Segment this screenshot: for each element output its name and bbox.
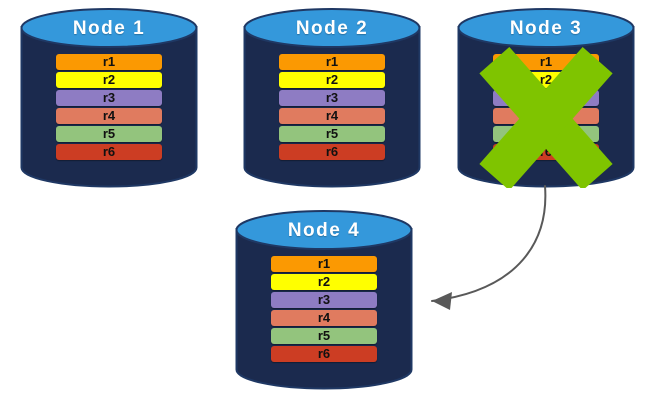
data-row-r4[interactable]: r4	[56, 108, 162, 124]
data-row-label: r2	[539, 72, 553, 87]
data-row-label: r2	[102, 72, 116, 87]
data-row-r6[interactable]: r6	[56, 144, 162, 160]
data-row-label: r1	[325, 54, 339, 69]
data-row-r2[interactable]: r2	[56, 72, 162, 88]
data-row-r1[interactable]: r1	[493, 54, 599, 70]
data-row-r5[interactable]: r5	[271, 328, 377, 344]
data-row-r5[interactable]: r5	[493, 126, 599, 142]
data-row-r1[interactable]: r1	[279, 54, 385, 70]
data-row-label: r4	[102, 108, 116, 123]
cylinder-top	[457, 8, 635, 48]
data-row-label: r6	[317, 346, 331, 361]
data-row-r5[interactable]: r5	[279, 126, 385, 142]
data-row-r2[interactable]: r2	[271, 274, 377, 290]
data-row-r3[interactable]: r3	[271, 292, 377, 308]
data-row-r6[interactable]: r6	[271, 346, 377, 362]
data-row-r6[interactable]: r6	[279, 144, 385, 160]
data-row-label: r5	[102, 126, 116, 141]
node-row-list: r1 r2 r3 r4 r5 r6	[20, 54, 198, 162]
data-row-label: r4	[325, 108, 339, 123]
data-row-r5[interactable]: r5	[56, 126, 162, 142]
data-row-label: r2	[325, 72, 339, 87]
data-row-r4[interactable]: r4	[271, 310, 377, 326]
data-row-r4[interactable]: r4	[493, 108, 599, 124]
data-row-label: r5	[325, 126, 339, 141]
data-row-r2[interactable]: r2	[279, 72, 385, 88]
data-row-label: r4	[539, 108, 553, 123]
data-row-label: r1	[102, 54, 116, 69]
cylinder-top	[243, 8, 421, 48]
data-row-label: r6	[325, 144, 339, 159]
data-row-label: r5	[539, 126, 553, 141]
data-row-r3[interactable]: r3	[279, 90, 385, 106]
data-row-label: r4	[317, 310, 331, 325]
data-row-r1[interactable]: r1	[56, 54, 162, 70]
data-row-r6[interactable]: r6	[493, 144, 599, 160]
cylinder-top	[235, 210, 413, 250]
data-row-label: r3	[539, 90, 553, 105]
cylinder-top	[20, 8, 198, 48]
node-row-list: r1 r2 r3 r4 r5 r6	[457, 54, 635, 162]
data-row-label: r1	[317, 256, 331, 271]
data-row-label: r3	[317, 292, 331, 307]
data-row-r3[interactable]: r3	[493, 90, 599, 106]
data-row-label: r6	[102, 144, 116, 159]
node-row-list: r1 r2 r3 r4 r5 r6	[235, 256, 413, 364]
data-row-label: r6	[539, 144, 553, 159]
node-row-list: r1 r2 r3 r4 r5 r6	[243, 54, 421, 162]
data-row-r4[interactable]: r4	[279, 108, 385, 124]
data-row-r2[interactable]: r2	[493, 72, 599, 88]
data-row-r3[interactable]: r3	[56, 90, 162, 106]
data-row-label: r3	[325, 90, 339, 105]
data-row-label: r1	[539, 54, 553, 69]
data-row-label: r5	[317, 328, 331, 343]
data-row-r1[interactable]: r1	[271, 256, 377, 272]
data-row-label: r3	[102, 90, 116, 105]
data-row-label: r2	[317, 274, 331, 289]
